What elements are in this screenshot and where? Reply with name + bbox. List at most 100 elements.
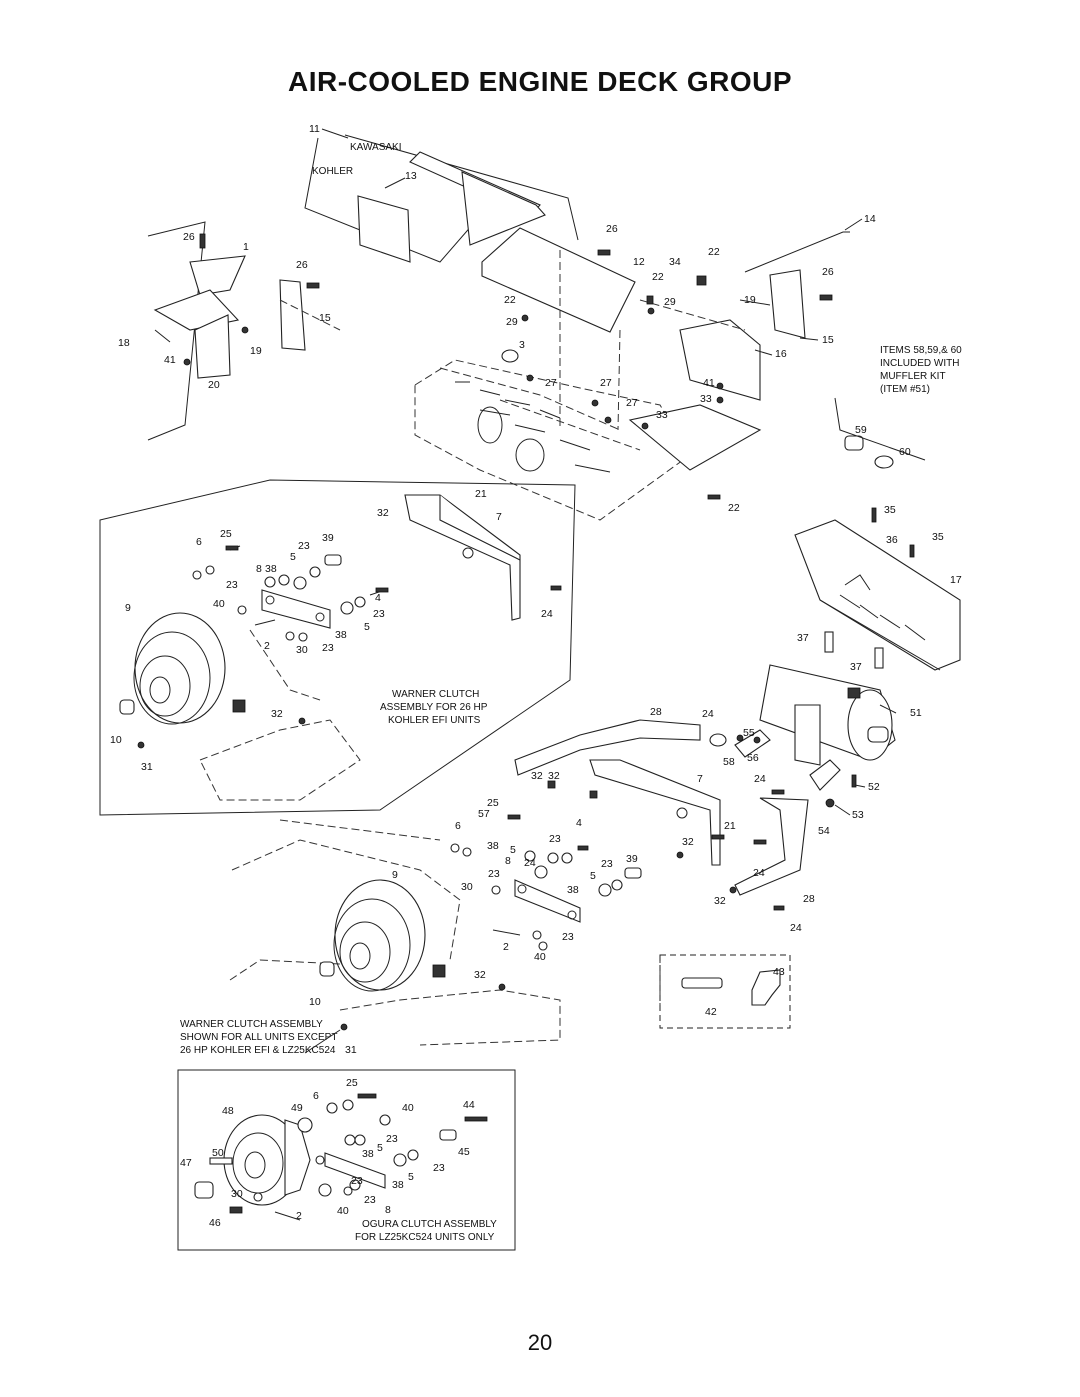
- caption-kawasaki: KAWASAKI: [350, 142, 402, 153]
- callout: 27: [545, 377, 557, 389]
- callout: 26: [822, 266, 834, 278]
- callout: 35: [884, 504, 896, 516]
- callout: 4: [576, 817, 582, 829]
- callout: 32: [474, 969, 486, 981]
- callout: 58: [723, 756, 735, 768]
- callout: 39: [322, 532, 334, 544]
- callout: 59: [855, 424, 867, 436]
- callout: 40: [534, 951, 546, 963]
- leader-lines: [154, 128, 897, 1054]
- callout: 25: [220, 528, 232, 540]
- callout: 42: [705, 1006, 717, 1018]
- callout: 38: [265, 563, 277, 575]
- callout: 27: [600, 377, 612, 389]
- callout: 7: [697, 773, 703, 785]
- callout: 36: [886, 534, 898, 546]
- callout: 2: [264, 640, 270, 652]
- callouts-efi-box: 21 32 7 25 6 23 39 5 8 38 23 40 9 4 23 2…: [110, 488, 553, 773]
- callout: 24: [754, 773, 766, 785]
- callout: 31: [141, 761, 153, 773]
- callout: 5: [510, 844, 516, 856]
- warner-efi-clutch-box: [99, 479, 576, 816]
- callout: 23: [433, 1162, 445, 1174]
- caption-muffler-2: INCLUDED WITH: [880, 358, 959, 369]
- callout: 40: [402, 1102, 414, 1114]
- callout: 38: [335, 629, 347, 641]
- callout: 32: [531, 770, 543, 782]
- callout: 4: [375, 592, 381, 604]
- callout: 26: [606, 223, 618, 235]
- captions: KAWASAKI KOHLER ITEMS 58,59,& 60 INCLUDE…: [180, 142, 962, 1243]
- callout: 6: [313, 1090, 319, 1102]
- callout: 38: [362, 1148, 374, 1160]
- callout: 26: [183, 231, 195, 243]
- callout: 22: [708, 246, 720, 258]
- callout: 30: [461, 881, 473, 893]
- callout: 23: [488, 868, 500, 880]
- callout: 48: [222, 1105, 234, 1117]
- callout: 27: [626, 397, 638, 409]
- callout: 23: [364, 1194, 376, 1206]
- callout: 14: [864, 213, 876, 225]
- callout: 41: [703, 377, 715, 389]
- caption-warner-all-2: SHOWN FOR ALL UNITS EXCEPT: [180, 1032, 337, 1043]
- caption-muffler-4: (ITEM #51): [880, 384, 930, 395]
- callout: 5: [590, 870, 596, 882]
- callout: 5: [290, 551, 296, 563]
- callout: 32: [548, 770, 560, 782]
- fasteners-top: [183, 233, 894, 500]
- callout: 23: [549, 833, 561, 845]
- callout: 32: [714, 895, 726, 907]
- callout: 3: [519, 339, 525, 351]
- caption-warner-all-3: 26 HP KOHLER EFI & LZ25KC524: [180, 1045, 336, 1056]
- callouts-middle: 35 36 35 17 37 37 51 28 24 55 56 58 32 3…: [309, 504, 962, 1056]
- callout: 23: [226, 579, 238, 591]
- callout: 9: [392, 869, 398, 881]
- callout: 23: [373, 608, 385, 620]
- callout: 22: [652, 271, 664, 283]
- callout: 40: [213, 598, 225, 610]
- callout: 32: [377, 507, 389, 519]
- callout: 13: [405, 170, 417, 182]
- callout: 47: [180, 1157, 192, 1169]
- callout: 25: [487, 797, 499, 809]
- ogura-clutch-box: [177, 1069, 516, 1251]
- callout: 46: [209, 1217, 221, 1229]
- callout: 5: [377, 1142, 383, 1154]
- callout: 22: [728, 502, 740, 514]
- callout: 24: [541, 608, 553, 620]
- muffler-assembly: [683, 507, 961, 808]
- callout: 26: [296, 259, 308, 271]
- callout: 24: [524, 857, 536, 869]
- callout: 23: [562, 931, 574, 943]
- callout: 2: [503, 941, 509, 953]
- callout: 5: [364, 621, 370, 633]
- callout: 57: [478, 808, 490, 820]
- callout: 17: [950, 574, 962, 586]
- callout: 43: [773, 966, 785, 978]
- callout: 11: [309, 123, 320, 135]
- callout: 19: [250, 345, 262, 357]
- callout: 15: [822, 334, 834, 346]
- callout: 21: [475, 488, 487, 500]
- callout: 12: [633, 256, 645, 268]
- callout: 24: [790, 922, 802, 934]
- callout: 35: [932, 531, 944, 543]
- callout: 21: [724, 820, 736, 832]
- caption-warner-efi-1: WARNER CLUTCH: [392, 689, 479, 700]
- callout: 52: [868, 781, 880, 793]
- callout: 55: [743, 727, 755, 739]
- callout: 7: [496, 511, 502, 523]
- callout: 30: [231, 1188, 243, 1200]
- top-assembly: [147, 134, 926, 521]
- callout: 23: [322, 642, 334, 654]
- callout: 24: [753, 867, 765, 879]
- caption-muffler-1: ITEMS 58,59,& 60: [880, 345, 962, 356]
- callout: 29: [664, 296, 676, 308]
- callout: 23: [386, 1133, 398, 1145]
- callout: 6: [196, 536, 202, 548]
- callout: 44: [463, 1099, 475, 1111]
- callout: 15: [319, 312, 331, 324]
- callout: 19: [744, 294, 756, 306]
- callout: 40: [337, 1205, 349, 1217]
